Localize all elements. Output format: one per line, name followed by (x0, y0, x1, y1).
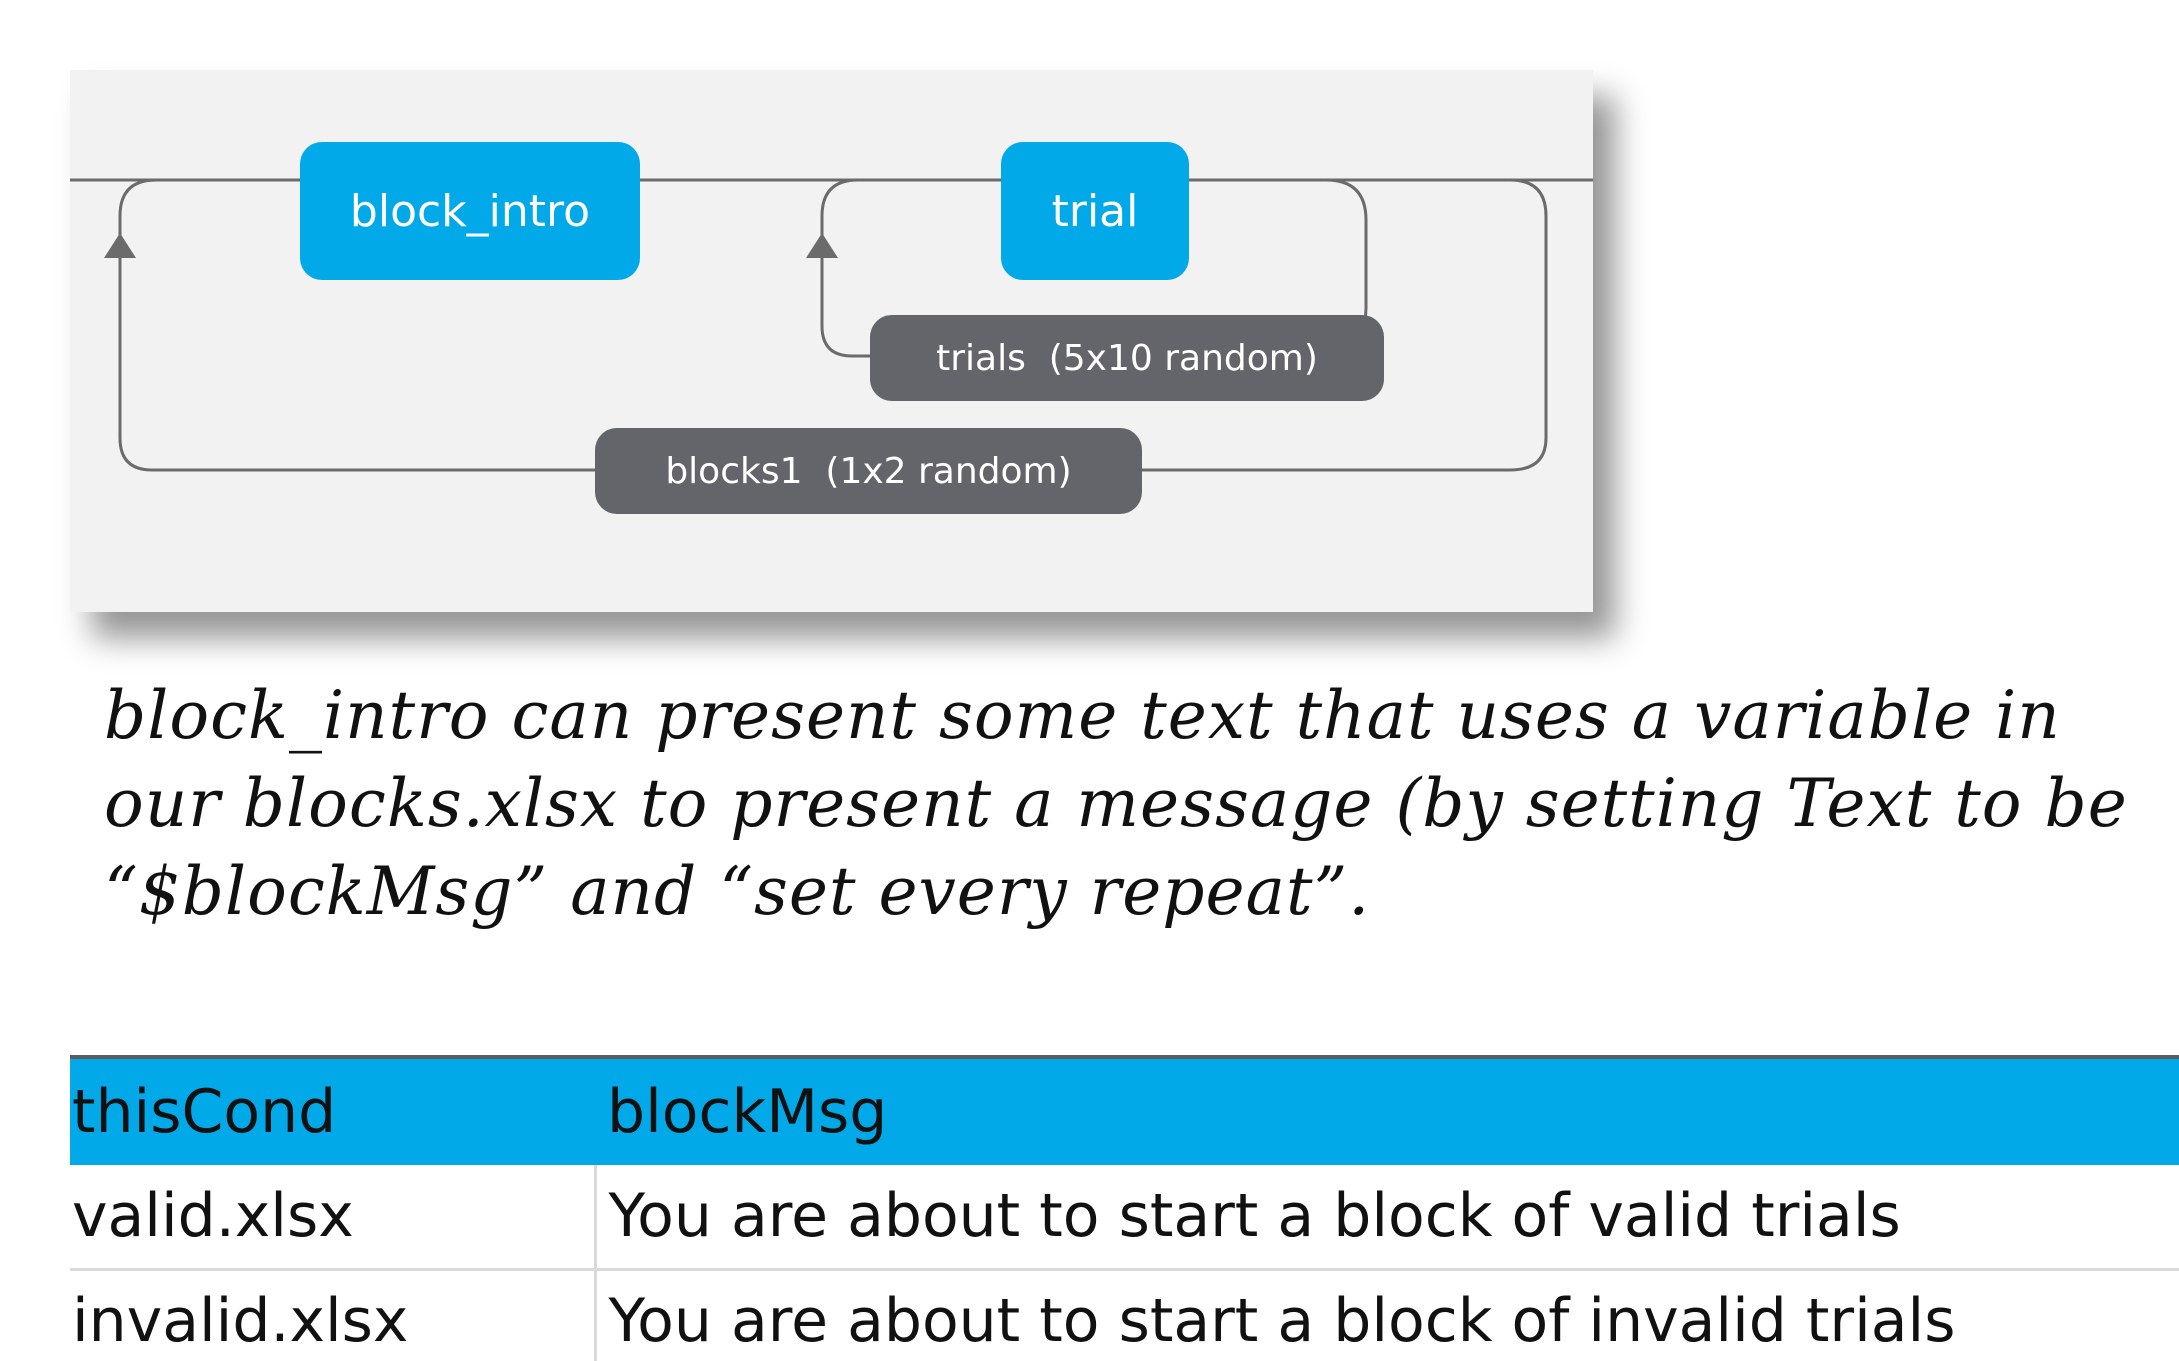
cell-blockmsg[interactable]: You are about to start a block of invali… (593, 1269, 2179, 1361)
flow-panel: block_intro trial trials (5x10 random) b… (70, 70, 1593, 612)
cell-thiscond[interactable]: valid.xlsx (70, 1165, 595, 1271)
blocks1-loop-line (118, 178, 1548, 472)
cell-blockmsg[interactable]: You are about to start a block of valid … (593, 1165, 2179, 1271)
routine-block-intro[interactable]: block_intro (300, 142, 640, 280)
column-header-blockmsg[interactable]: blockMsg (595, 1055, 2179, 1165)
routine-trial[interactable]: trial (1001, 142, 1189, 280)
column-header-thiscond[interactable]: thisCond (70, 1055, 595, 1165)
trials-loop-return-line (820, 178, 859, 230)
trials-loop-arrow-icon (806, 233, 838, 258)
table-row: valid.xlsx You are about to start a bloc… (70, 1165, 2179, 1271)
cell-thiscond[interactable]: invalid.xlsx (70, 1269, 595, 1361)
blocks1-loop-arrow-icon (104, 233, 136, 258)
header-row: thisCond blockMsg (70, 1055, 2179, 1165)
loop-blocks1-label[interactable]: blocks1 (1x2 random) (595, 428, 1142, 514)
table-row: invalid.xlsx You are about to start a bl… (70, 1269, 2179, 1361)
blocks1-loop-return-line (118, 178, 157, 230)
conditions-spreadsheet: thisCond blockMsg valid.xlsx You are abo… (70, 1055, 2179, 1361)
loop-trials-label[interactable]: trials (5x10 random) (870, 315, 1384, 401)
caption-text: block_intro can present some text that u… (104, 677, 2128, 930)
